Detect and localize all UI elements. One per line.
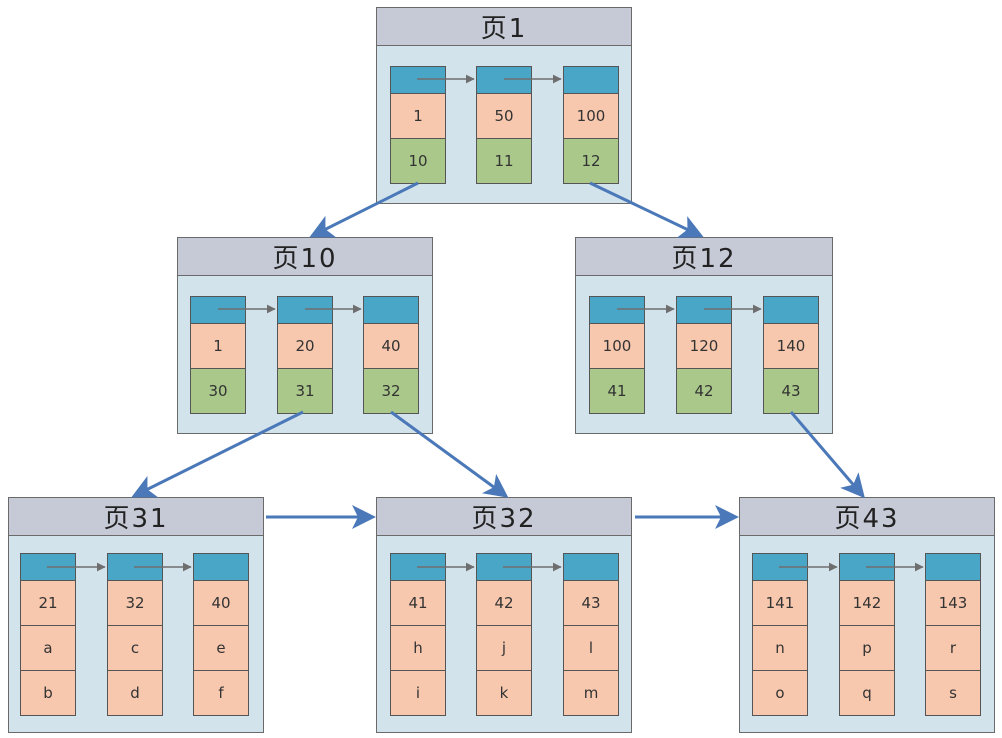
record-key: 32 (107, 581, 163, 626)
record: 1 30 (190, 296, 246, 414)
record-header (476, 66, 532, 94)
page-title: 页10 (178, 238, 432, 276)
record-header (763, 296, 819, 324)
record: 43 l m (563, 553, 619, 716)
record-key: 42 (476, 581, 532, 626)
record-header (476, 553, 532, 581)
record: 20 31 (277, 296, 333, 414)
page-43: 页43 141 n o 142 p q 143 r s (739, 497, 995, 733)
record-header (390, 553, 446, 581)
record: 143 r s (925, 553, 981, 716)
page-title: 页43 (740, 498, 994, 536)
record-page-pointer: 11 (476, 139, 532, 184)
record-page-pointer: 41 (589, 369, 645, 414)
record-key: 1 (190, 324, 246, 369)
record-column: o (752, 671, 808, 716)
record-header (563, 553, 619, 581)
record-page-pointer: 43 (763, 369, 819, 414)
record-key: 40 (193, 581, 249, 626)
record: 100 12 (563, 66, 619, 184)
record: 50 11 (476, 66, 532, 184)
record-page-pointer: 42 (676, 369, 732, 414)
record-column: p (839, 626, 895, 671)
record-page-pointer: 30 (190, 369, 246, 414)
record: 141 n o (752, 553, 808, 716)
record-header (390, 66, 446, 94)
record-key: 141 (752, 581, 808, 626)
record-column: c (107, 626, 163, 671)
record: 41 h i (390, 553, 446, 716)
record-column: f (193, 671, 249, 716)
record-header (277, 296, 333, 324)
page-12: 页12 100 41 120 42 140 43 (575, 237, 833, 434)
record-column: i (390, 671, 446, 716)
record-column: s (925, 671, 981, 716)
page-1: 页1 1 10 50 11 100 12 (376, 7, 632, 204)
record-key: 20 (277, 324, 333, 369)
record-key: 142 (839, 581, 895, 626)
record-header (363, 296, 419, 324)
page-title: 页32 (377, 498, 631, 536)
record: 42 j k (476, 553, 532, 716)
record: 40 e f (193, 553, 249, 716)
record-column: n (752, 626, 808, 671)
record-column: k (476, 671, 532, 716)
record-page-pointer: 10 (390, 139, 446, 184)
record-header (20, 553, 76, 581)
record-column: l (563, 626, 619, 671)
record-key: 140 (763, 324, 819, 369)
record: 100 41 (589, 296, 645, 414)
record-column: j (476, 626, 532, 671)
record-header (193, 553, 249, 581)
record-header (107, 553, 163, 581)
record: 40 32 (363, 296, 419, 414)
record-page-pointer: 12 (563, 139, 619, 184)
record-page-pointer: 32 (363, 369, 419, 414)
record-key: 21 (20, 581, 76, 626)
record-key: 1 (390, 94, 446, 139)
record-column: e (193, 626, 249, 671)
record-key: 100 (589, 324, 645, 369)
record-key: 143 (925, 581, 981, 626)
record-key: 43 (563, 581, 619, 626)
record-key: 100 (563, 94, 619, 139)
record-key: 41 (390, 581, 446, 626)
record-key: 40 (363, 324, 419, 369)
page-title: 页31 (9, 498, 263, 536)
record-header (925, 553, 981, 581)
record-column: b (20, 671, 76, 716)
record: 120 42 (676, 296, 732, 414)
record: 32 c d (107, 553, 163, 716)
record-column: r (925, 626, 981, 671)
record-header (676, 296, 732, 324)
record-header (839, 553, 895, 581)
record-page-pointer: 31 (277, 369, 333, 414)
page-32: 页32 41 h i 42 j k 43 l m (376, 497, 632, 733)
record-column: a (20, 626, 76, 671)
record-column: d (107, 671, 163, 716)
record-column: q (839, 671, 895, 716)
record-column: m (563, 671, 619, 716)
record: 21 a b (20, 553, 76, 716)
page-title: 页12 (576, 238, 832, 276)
record-header (752, 553, 808, 581)
record-key: 50 (476, 94, 532, 139)
record-key: 120 (676, 324, 732, 369)
record: 1 10 (390, 66, 446, 184)
page-title: 页1 (377, 8, 631, 46)
record-header (563, 66, 619, 94)
record-header (190, 296, 246, 324)
record: 142 p q (839, 553, 895, 716)
page-31: 页31 21 a b 32 c d 40 e f (8, 497, 264, 733)
record-column: h (390, 626, 446, 671)
page-10: 页10 1 30 20 31 40 32 (177, 237, 433, 434)
record-header (589, 296, 645, 324)
record: 140 43 (763, 296, 819, 414)
